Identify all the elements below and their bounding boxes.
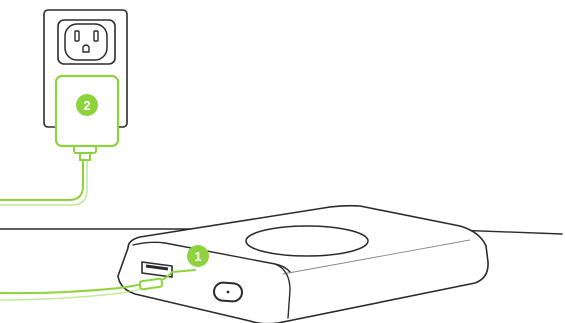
usb-cable-icon <box>0 160 87 205</box>
power-bank-icon <box>118 206 488 323</box>
wall-adapter-icon <box>56 76 118 160</box>
step-2-number: 2 <box>83 98 90 113</box>
power-button-icon <box>213 282 242 302</box>
step-1-badge: 1 <box>187 245 209 267</box>
step-1-number: 1 <box>194 249 201 264</box>
step-2-badge: 2 <box>76 94 98 116</box>
